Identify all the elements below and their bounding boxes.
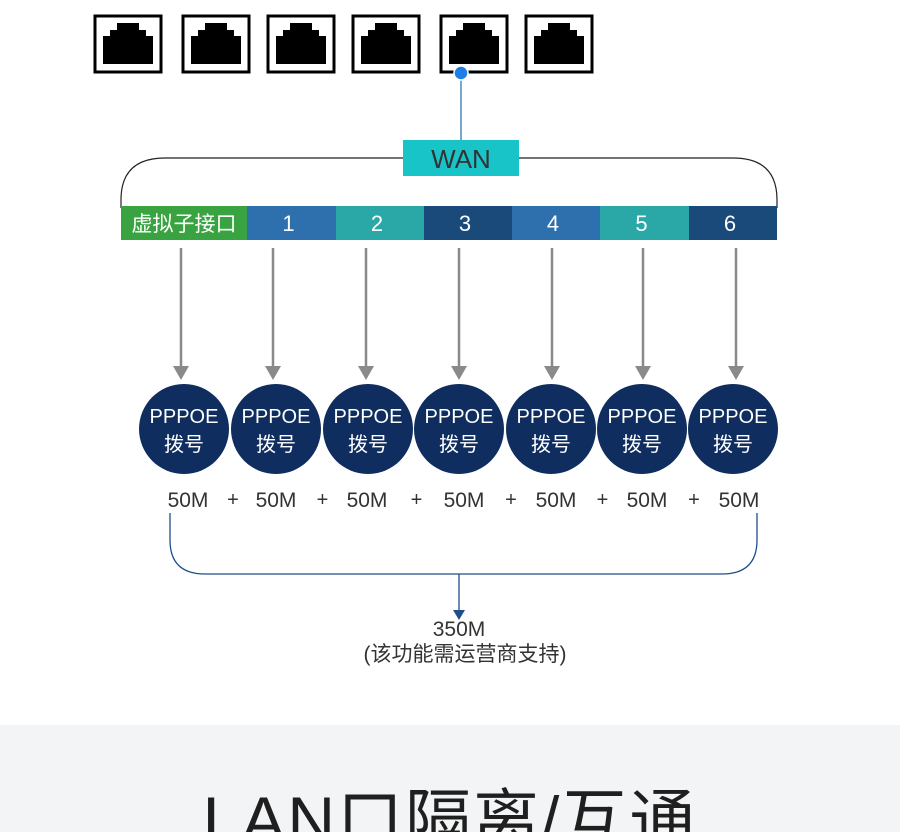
ethernet-port-icon bbox=[266, 14, 336, 74]
pppoe-nodes: PPPOE拨号PPPOE拨号PPPOE拨号PPPOE拨号PPPOE拨号PPPOE… bbox=[139, 384, 778, 474]
pppoe-label: PPPOE bbox=[699, 406, 768, 428]
next-section: LAN口隔离/互通 bbox=[0, 725, 900, 832]
subinterface-cell: 2 bbox=[336, 206, 424, 240]
bandwidth-value: 50M bbox=[536, 489, 577, 512]
pppoe-dial-node: PPPOE 拨号 bbox=[506, 384, 596, 474]
dial-label: 拨号 bbox=[164, 433, 204, 456]
pppoe-label: PPPOE bbox=[242, 406, 311, 428]
subinterface-number: 3 bbox=[459, 211, 471, 236]
down-arrow bbox=[451, 248, 467, 380]
dial-label: 拨号 bbox=[622, 433, 662, 456]
plus-sign: + bbox=[505, 489, 517, 511]
bandwidth-labels: 50M +50M +50M +50M +50M +50M +50M bbox=[168, 489, 760, 512]
subinterface-number: 2 bbox=[371, 211, 383, 236]
wan-label: WAN bbox=[431, 144, 491, 174]
subinterface-number: 6 bbox=[724, 211, 736, 236]
wan-box bbox=[403, 140, 519, 176]
plus-sign: + bbox=[688, 489, 700, 511]
bandwidth-value: 50M bbox=[168, 489, 209, 512]
section-title: LAN口隔离/互通 bbox=[202, 783, 698, 832]
pppoe-dial-node: PPPOE 拨号 bbox=[688, 384, 778, 474]
ethernet-port-icon bbox=[351, 14, 421, 74]
plus-sign: + bbox=[597, 489, 609, 511]
subinterface-cell: 5 bbox=[600, 206, 689, 240]
pppoe-dial-node: PPPOE 拨号 bbox=[414, 384, 504, 474]
virtual-subinterface-label: 虚拟子接口 bbox=[132, 213, 237, 236]
subinterface-cell: 1 bbox=[247, 206, 336, 240]
total-note: (该功能需运营商支持) bbox=[364, 643, 567, 666]
bandwidth-value: 50M bbox=[256, 489, 297, 512]
subinterface-number: 1 bbox=[282, 211, 294, 236]
bandwidth-value: 50M bbox=[719, 489, 760, 512]
pppoe-label: PPPOE bbox=[517, 406, 586, 428]
subinterface-number: 4 bbox=[547, 211, 559, 236]
dial-label: 拨号 bbox=[439, 433, 479, 456]
down-arrow bbox=[544, 248, 560, 380]
sum-brace bbox=[169, 513, 758, 575]
dial-label: 拨号 bbox=[348, 433, 388, 456]
down-arrow bbox=[635, 248, 651, 380]
ethernet-port-icon bbox=[439, 14, 509, 74]
dial-label: 拨号 bbox=[713, 433, 753, 456]
down-arrow bbox=[728, 248, 744, 380]
subinterface-number: 5 bbox=[635, 211, 647, 236]
plus-sign: + bbox=[227, 489, 239, 511]
pppoe-label: PPPOE bbox=[608, 406, 677, 428]
pppoe-dial-node: PPPOE 拨号 bbox=[597, 384, 687, 474]
ethernet-port-icon bbox=[524, 14, 594, 74]
pppoe-dial-node: PPPOE 拨号 bbox=[323, 384, 413, 474]
down-arrow bbox=[265, 248, 281, 380]
down-arrow bbox=[358, 248, 374, 380]
pppoe-label: PPPOE bbox=[334, 406, 403, 428]
pppoe-dial-node: PPPOE 拨号 bbox=[139, 384, 229, 474]
sum-arrow-head bbox=[453, 610, 465, 620]
ethernet-ports bbox=[93, 14, 594, 74]
ethernet-port-icon bbox=[181, 14, 251, 74]
pppoe-dial-node: PPPOE 拨号 bbox=[231, 384, 321, 474]
pppoe-label: PPPOE bbox=[150, 406, 219, 428]
subinterface-cell: 3 bbox=[424, 206, 512, 240]
down-arrow bbox=[173, 248, 189, 380]
plus-sign: + bbox=[411, 489, 423, 511]
subinterface-cell: 4 bbox=[512, 206, 600, 240]
dial-label: 拨号 bbox=[531, 433, 571, 456]
interface-bar: 虚拟子接口 1 2 3 4 5 6 bbox=[121, 206, 777, 240]
dial-label: 拨号 bbox=[256, 433, 296, 456]
pppoe-label: PPPOE bbox=[425, 406, 494, 428]
subinterface-cell: 6 bbox=[689, 206, 777, 240]
virtual-subinterface-cell: 虚拟子接口 bbox=[121, 206, 247, 240]
bandwidth-value: 50M bbox=[627, 489, 668, 512]
wan-bracket bbox=[120, 157, 778, 208]
arrows bbox=[173, 248, 744, 380]
bandwidth-value: 50M bbox=[347, 489, 388, 512]
bandwidth-value: 50M bbox=[444, 489, 485, 512]
ethernet-port-icon bbox=[93, 14, 163, 74]
plus-sign: + bbox=[317, 489, 329, 511]
total-bandwidth: 350M bbox=[433, 618, 486, 641]
wan-port-dot bbox=[453, 65, 469, 81]
